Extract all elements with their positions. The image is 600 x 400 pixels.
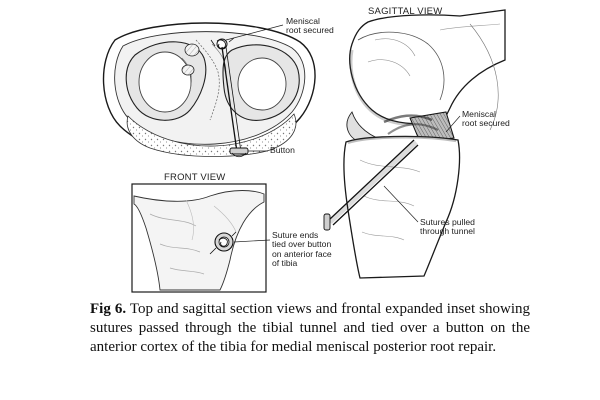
figure-caption: Fig 6. Top and sagittal section views an… xyxy=(90,300,530,357)
front-view-heading: FRONT VIEW xyxy=(164,172,226,183)
front-view-button-knot xyxy=(209,231,237,255)
label-suture-ends: Suture ends tied over button on anterior… xyxy=(272,230,332,269)
sagittal-view-knee xyxy=(323,9,506,279)
top-view-tibial-plateau xyxy=(102,22,316,158)
medical-illustration: SAGITTAL VIEW FRONT VIEW Meniscal root s… xyxy=(102,6,510,293)
label-line: tied over button xyxy=(272,239,332,250)
caption-text: Top and sagittal section views and front… xyxy=(90,301,530,355)
label-line: through tunnel xyxy=(420,226,475,237)
sagittal-view-heading: SAGITTAL VIEW xyxy=(368,6,443,17)
label-line: root secured xyxy=(462,118,510,129)
label-line: Sutures pulled xyxy=(420,217,475,227)
figure-number: Fig 6. xyxy=(90,301,127,317)
label-line: Meniscal xyxy=(462,109,496,119)
label-meniscal-root-top: Meniscal root secured xyxy=(286,16,334,36)
front-view-inset xyxy=(131,183,271,293)
label-button: Button xyxy=(270,145,295,155)
label-line: Suture ends xyxy=(272,230,319,240)
label-line: of tibia xyxy=(272,258,298,269)
illustration-artwork xyxy=(102,9,506,293)
sagittal-button xyxy=(323,213,331,231)
sagittal-tibial-tunnel xyxy=(328,139,419,226)
label-line: root secured xyxy=(286,25,334,36)
label-meniscal-root-sagittal: Meniscal root secured xyxy=(462,109,510,129)
top-view-button xyxy=(229,147,249,158)
label-line: Meniscal xyxy=(286,16,320,26)
label-line: on anterior face xyxy=(272,248,332,259)
label-sutures-pulled: Sutures pulled through tunnel xyxy=(420,217,475,237)
